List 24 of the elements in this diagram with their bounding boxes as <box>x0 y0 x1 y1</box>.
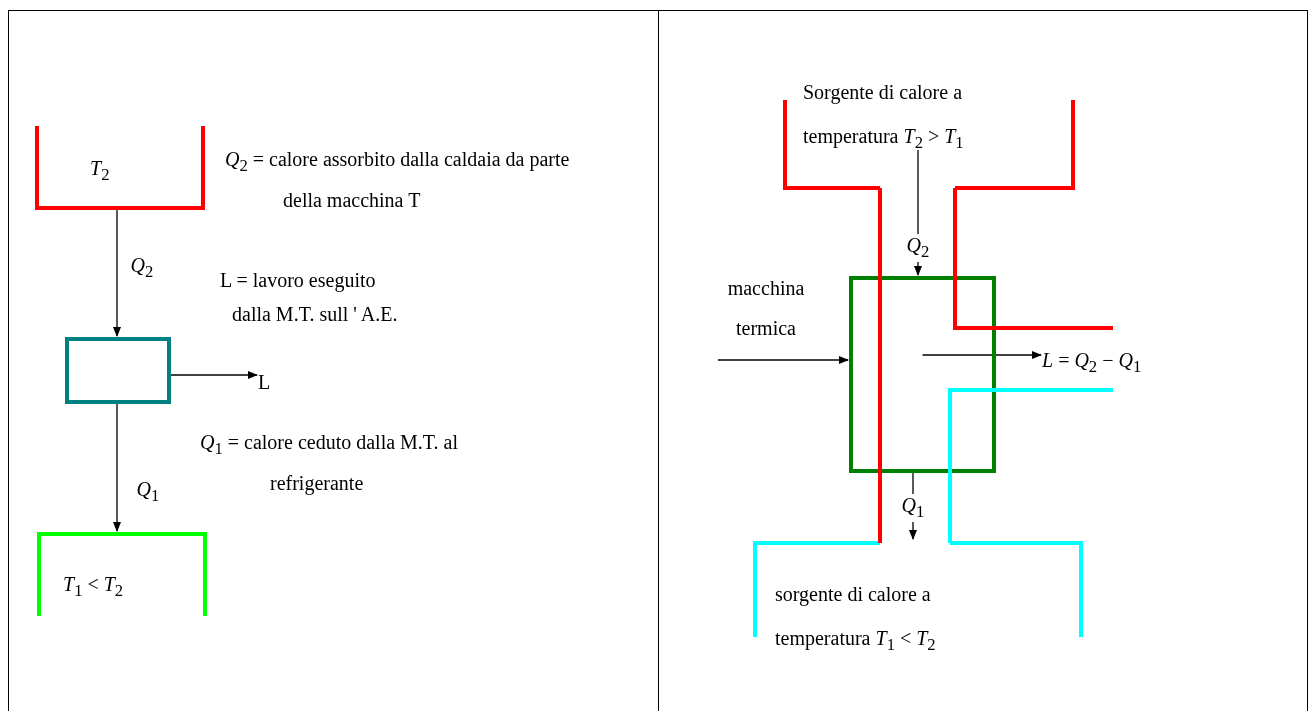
note-text: L = lavoro eseguito dalla M.T. sull ' A.E. <box>220 268 399 327</box>
engine-box <box>849 276 996 473</box>
arrow <box>113 209 121 337</box>
engine-box <box>65 337 171 404</box>
edge-label: Q$_{2}$ <box>904 234 932 262</box>
pipe <box>953 186 1115 330</box>
pipe <box>876 188 884 544</box>
arrow <box>717 356 849 364</box>
heat-reservoir <box>37 532 207 616</box>
annotation-text: L = Q$_{2}$ − Q$_{1}$ <box>1042 340 1242 387</box>
arrow <box>921 351 1042 359</box>
note-text: Q$_{2}$ = calore assorbito dalla caldaia da parte della macchina T <box>225 147 571 213</box>
annotation-text: L <box>258 362 288 402</box>
heat-reservoir <box>35 126 205 210</box>
temperature-label: Sorgente di calore a temperatura T$_{2}$ > T$_{1}$ <box>803 80 965 154</box>
edge-label: Q$_{1}$ <box>899 494 927 522</box>
temperature-label: T$_{2}$ <box>90 156 111 186</box>
pipe <box>948 388 1115 545</box>
arrow <box>170 371 258 379</box>
arrow <box>113 403 121 532</box>
annotation-text: macchina termica <box>706 268 826 348</box>
temperature-label: T$_{1}$ < T$_{2}$ <box>63 572 125 602</box>
temperature-label: sorgente di calore a temperatura T$_{1}$ < T$_{2}$ <box>775 582 937 656</box>
note-text: Q$_{1}$ = calore ceduto dalla M.T. al refrigerante <box>200 430 460 497</box>
